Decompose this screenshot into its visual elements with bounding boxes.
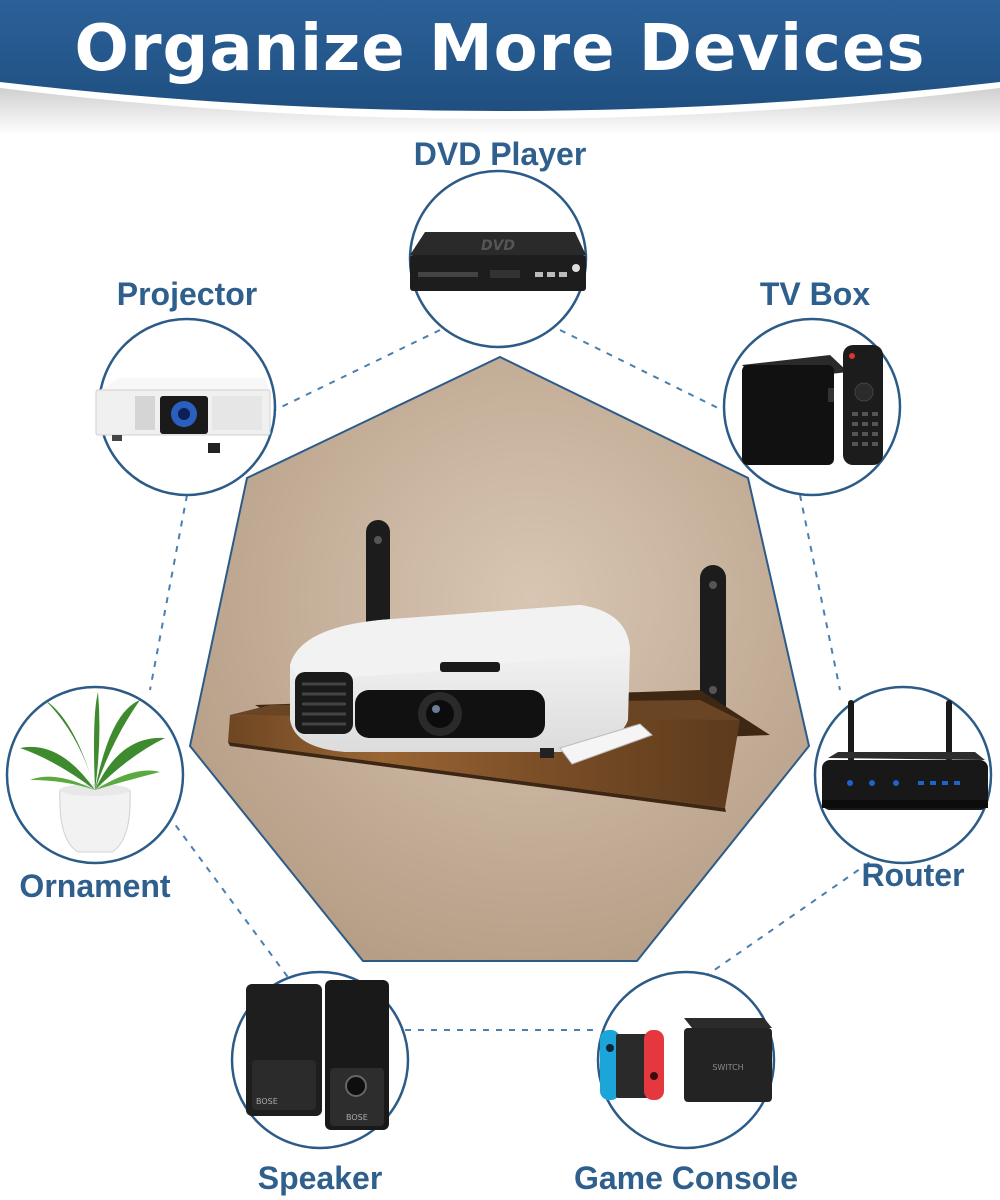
svg-text:BOSE: BOSE [346,1113,368,1122]
label-ornament: Ornament [19,868,171,904]
page-title: Organize More Devices [74,12,926,86]
label-dvd-player: DVD Player [413,136,587,172]
game-console-icon: SWITCH [596,970,776,1150]
router-icon [813,685,993,865]
shelf-illustration [228,520,770,812]
label-speaker: Speaker [257,1160,383,1196]
dvd-player-icon: DVD [408,169,588,349]
plant-pot-icon [5,685,185,865]
label-router: Router [861,857,965,893]
dashed-connectors [149,329,881,1031]
tv-box-icon [722,317,902,497]
svg-text:DVD: DVD [481,238,515,254]
projector-icon [95,317,277,497]
speaker-icon: BOSE BOSE [230,970,410,1150]
label-game-console: Game Console [573,1160,799,1196]
top-banner [0,0,1000,135]
label-tv-box: TV Box [759,276,871,312]
svg-text:SWITCH: SWITCH [712,1063,743,1072]
svg-text:BOSE: BOSE [256,1097,278,1106]
label-projector: Projector [116,276,258,312]
